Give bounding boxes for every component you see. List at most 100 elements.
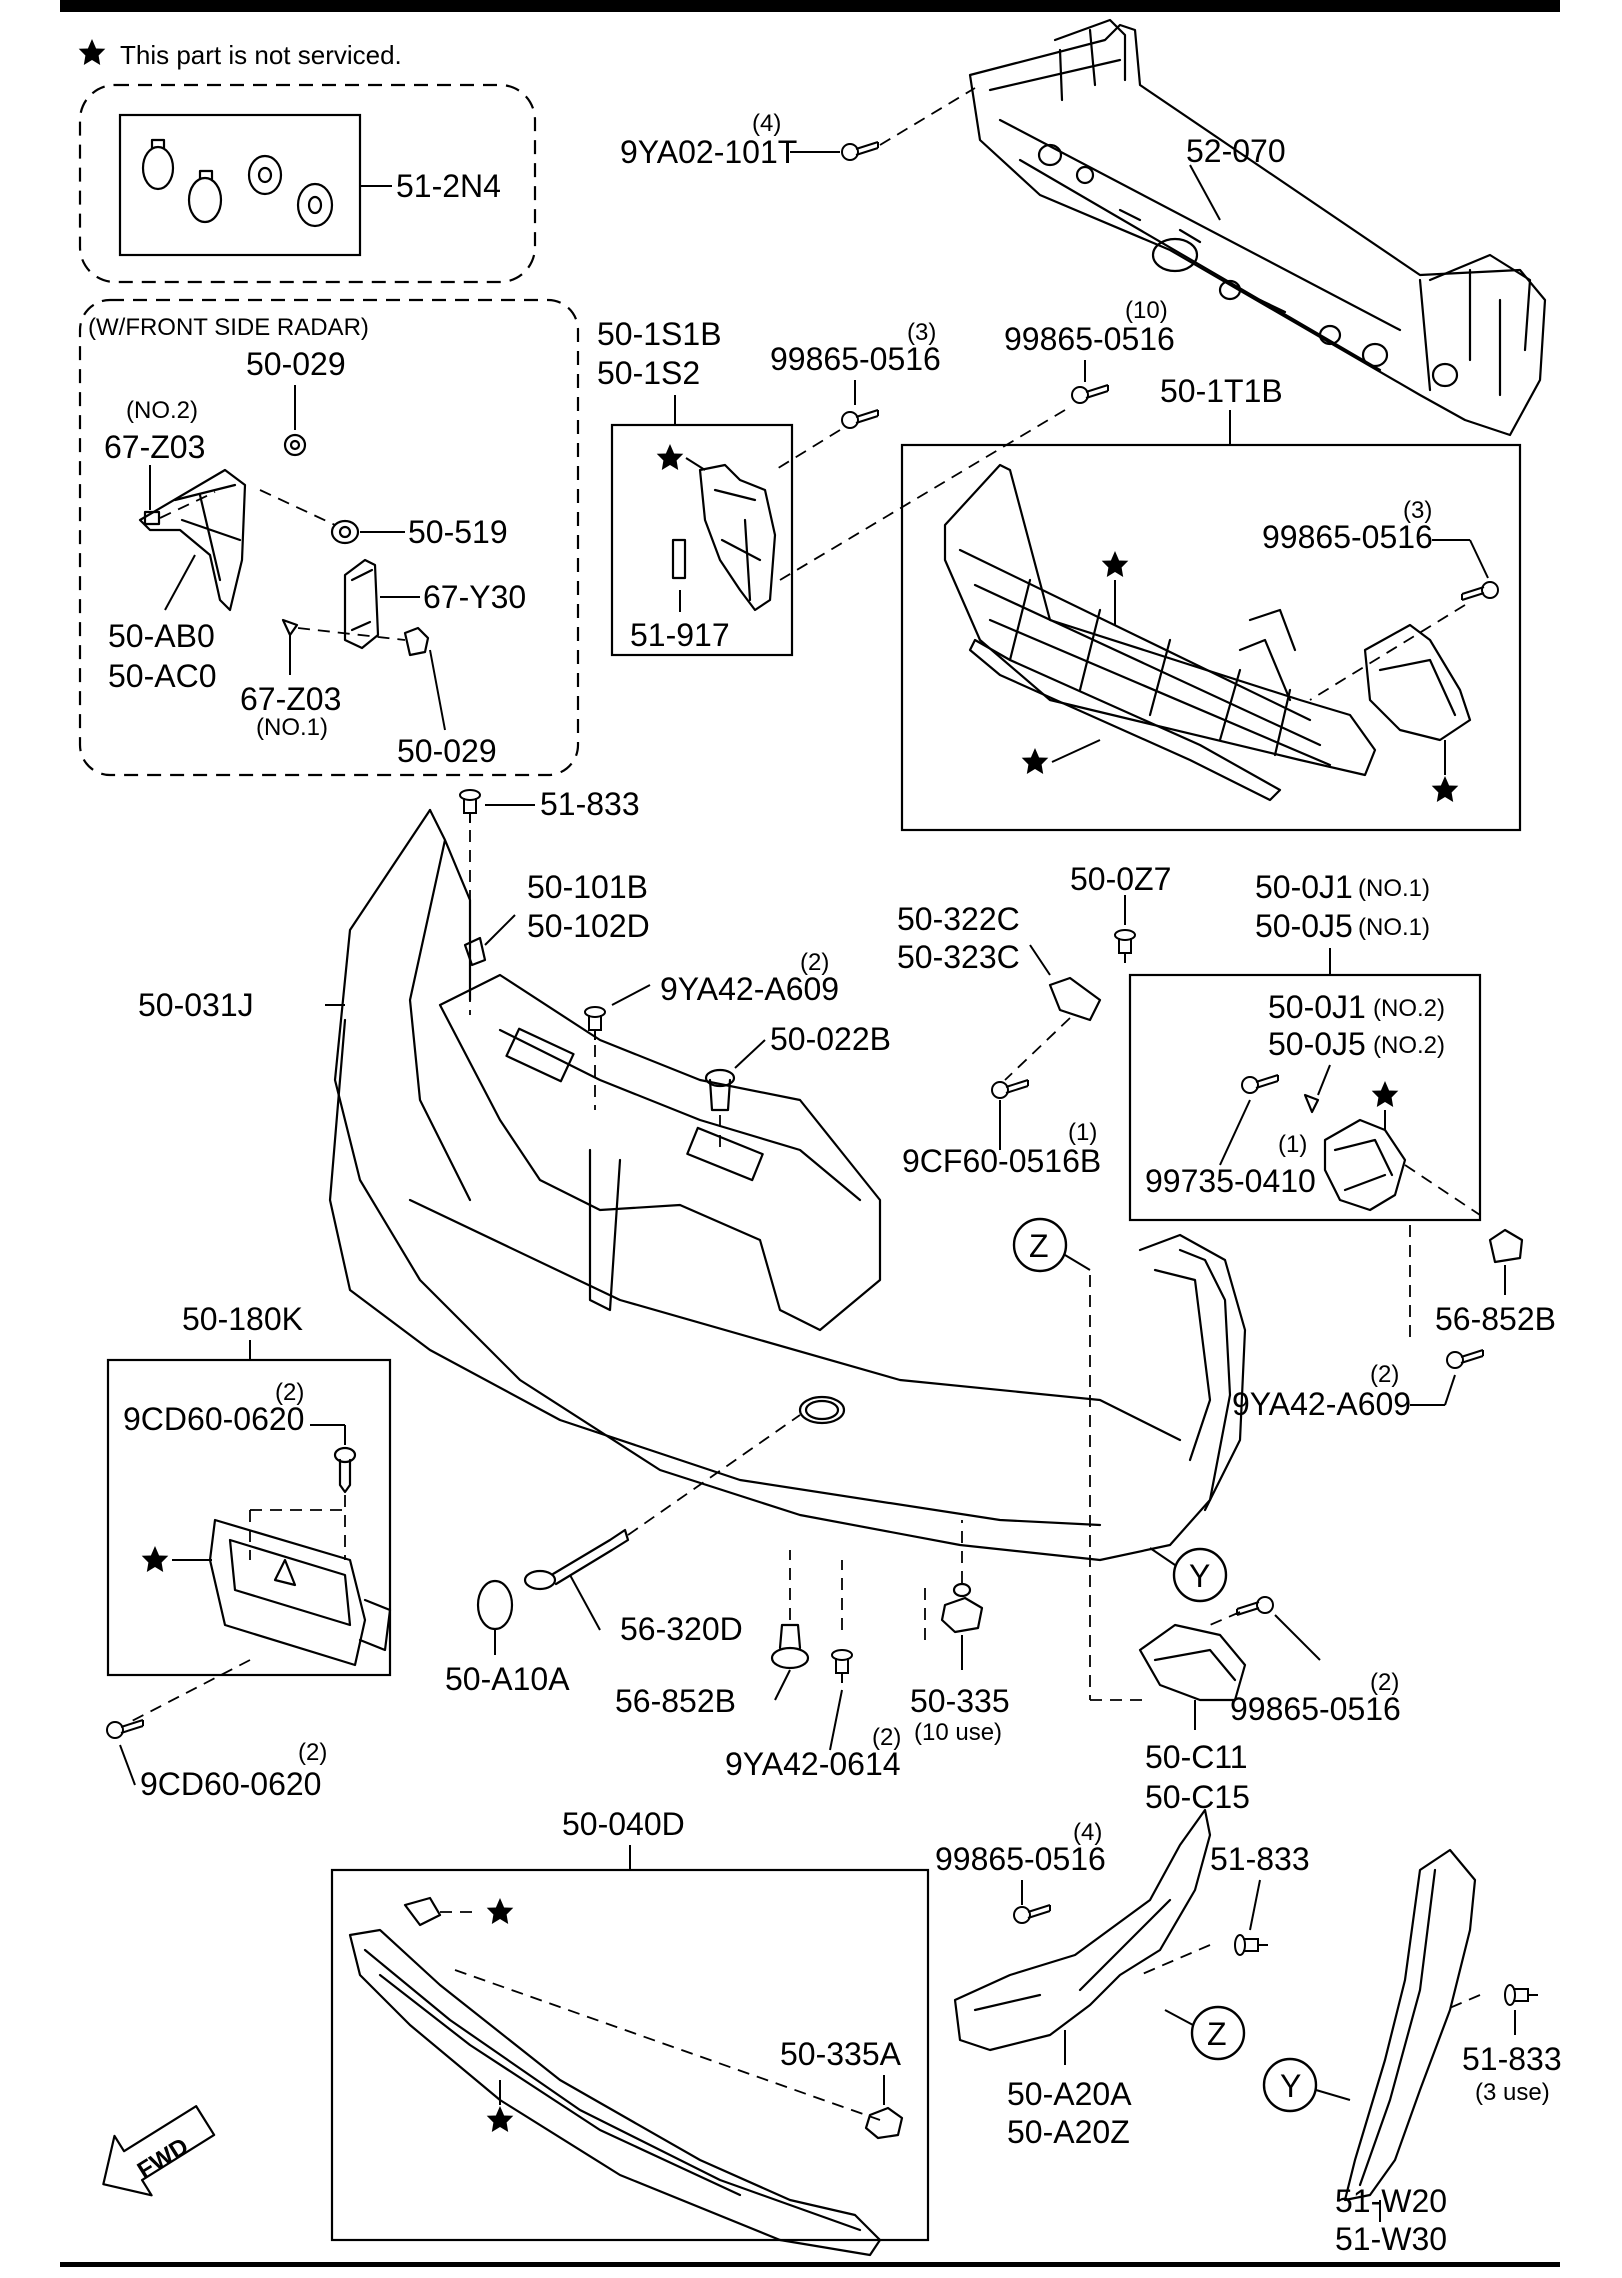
tow-hook-56-320D bbox=[523, 1528, 630, 1591]
tow-hook-cover-hole bbox=[798, 1395, 846, 1425]
label-50-322C: 50-322C bbox=[897, 901, 1020, 937]
label-51-W30: 51-W30 bbox=[1335, 2221, 1447, 2257]
clip-50-022B bbox=[704, 1068, 736, 1112]
label-50-0J5-no1: 50-0J5 bbox=[1255, 908, 1353, 944]
label-50-C11: 50-C11 bbox=[1145, 1739, 1248, 1775]
license-bracket-50-180K-box bbox=[106, 1358, 392, 1677]
label-50-A20Z: 50-A20Z bbox=[1007, 2114, 1130, 2150]
no1-50-0J5: (NO.1) bbox=[1358, 914, 1430, 941]
label-50-1S1B: 50-1S1B bbox=[597, 316, 722, 352]
label-99865-0516-a: 99865-0516 bbox=[770, 341, 941, 377]
label-51-W20: 51-W20 bbox=[1335, 2183, 1447, 2219]
no2-67-Z03: (NO.2) bbox=[126, 397, 198, 424]
lower-cover-50-040D bbox=[348, 1928, 882, 2257]
label-56-852B-bottom: 56-852B bbox=[615, 1683, 736, 1719]
cover-50-A10A bbox=[476, 1579, 514, 1631]
label-50-AB0: 50-AB0 bbox=[108, 618, 215, 654]
label-9CF60-0516B: 9CF60-0516B bbox=[902, 1143, 1101, 1179]
label-50-A20A: 50-A20A bbox=[1007, 2076, 1132, 2112]
qty-99865-0516-e: (4) bbox=[1073, 1819, 1102, 1846]
clip-51-833-icon bbox=[459, 789, 481, 824]
label-50-180K: 50-180K bbox=[182, 1301, 303, 1337]
grille-molding bbox=[968, 638, 1282, 802]
radar-dashed-box bbox=[78, 298, 580, 777]
bracket-50-C11 bbox=[1138, 1623, 1247, 1702]
not-serviced-note: This part is not serviced. bbox=[120, 40, 402, 70]
ref-mark-y-2 bbox=[1262, 2057, 1318, 2113]
qty-9YA42-A609-a: (2) bbox=[800, 949, 829, 976]
grommet-56-852B-right bbox=[1488, 1228, 1524, 1264]
license-bracket-50-180K bbox=[208, 1518, 392, 1667]
side-bracket-50-A20A bbox=[953, 1808, 1212, 2052]
lower-cover-50-040D-box bbox=[330, 1868, 930, 2242]
label-99865-0516-e: 99865-0516 bbox=[935, 1841, 1106, 1877]
qty-9CD60-0620-a: (2) bbox=[275, 1379, 304, 1406]
wheel-arch-51-W20 bbox=[1343, 1848, 1477, 2202]
grille-50-1T1B-box bbox=[900, 443, 1522, 832]
label-9YA42-A609-a: 9YA42-A609 bbox=[660, 971, 839, 1007]
label-51-2N4: 51-2N4 bbox=[396, 168, 501, 204]
bolt-99865-0516-a-icon bbox=[841, 409, 879, 429]
label-50-323C: 50-323C bbox=[897, 939, 1020, 975]
top-border bbox=[60, 0, 1560, 12]
not-serviced-star-icon bbox=[1371, 1081, 1399, 1107]
bolt-99865-0516-d-icon bbox=[1236, 1596, 1274, 1616]
label-50-040D: 50-040D bbox=[562, 1806, 685, 1842]
nut-50-335 bbox=[940, 1582, 984, 1634]
bolt-9CF60-0516B-icon bbox=[991, 1079, 1029, 1099]
qty-9CF60-0516B: (1) bbox=[1068, 1119, 1097, 1146]
bracket-50-1S1B-box bbox=[610, 423, 794, 657]
qty-99865-0516-c: (3) bbox=[1403, 497, 1432, 524]
fwd-arrow-icon bbox=[102, 2105, 216, 2197]
label-50-029-bottom: 50-029 bbox=[397, 733, 497, 769]
no2-50-0J5: (NO.2) bbox=[1373, 1032, 1445, 1059]
not-serviced-star-icon bbox=[656, 444, 684, 470]
ref-mark-z-2 bbox=[1190, 2005, 1246, 2061]
clip-star-upper bbox=[403, 1896, 442, 1927]
label-50-335A: 50-335A bbox=[780, 2036, 902, 2072]
not-serviced-star-icon bbox=[1431, 776, 1459, 802]
radar-box-title: (W/FRONT SIDE RADAR) bbox=[88, 314, 369, 341]
label-51-917: 51-917 bbox=[630, 617, 730, 653]
not-serviced-star-icon bbox=[1021, 748, 1049, 774]
bumper-fascia-50-031J bbox=[328, 808, 1247, 1562]
no1-67-Z03: (NO.1) bbox=[256, 714, 328, 741]
screw-9CD60-0620-b-icon bbox=[106, 1719, 144, 1739]
bracket-50-0J1 bbox=[1323, 1118, 1407, 1212]
label-50-0J1-no2: 50-0J1 bbox=[1268, 989, 1366, 1025]
qty-9YA42-A609-b: (2) bbox=[1370, 1361, 1399, 1388]
screw-9YA42-A609-b-icon bbox=[1446, 1349, 1484, 1369]
qty-99865-0516-d: (2) bbox=[1370, 1669, 1399, 1696]
use-51-833: (3 use) bbox=[1475, 2079, 1550, 2106]
label-99865-0516-c: 99865-0516 bbox=[1262, 519, 1433, 555]
label-50-029-top: 50-029 bbox=[246, 346, 346, 382]
label-50-022B: 50-022B bbox=[770, 1021, 891, 1057]
qty-9YA42-0614: (2) bbox=[872, 1724, 901, 1751]
grommet-50-029-top bbox=[283, 433, 307, 457]
not-serviced-star-icon bbox=[78, 39, 106, 65]
bolt-99865-0516-c-icon bbox=[1461, 581, 1499, 601]
no2-50-0J1: (NO.2) bbox=[1373, 995, 1445, 1022]
label-50-101B: 50-101B bbox=[527, 869, 648, 905]
grille-50-1T1B bbox=[943, 463, 1377, 777]
label-50-0J5-no2: 50-0J5 bbox=[1268, 1026, 1366, 1062]
label-50-C15: 50-C15 bbox=[1145, 1779, 1250, 1815]
bolt-99735-0410-icon bbox=[1241, 1074, 1279, 1094]
label-99865-0516-d: 99865-0516 bbox=[1230, 1691, 1401, 1727]
screw-9CD60-0620-top bbox=[333, 1446, 357, 1494]
bracket-50-101B bbox=[463, 936, 487, 967]
nut-50-335A bbox=[864, 2106, 904, 2140]
clip-50-0Z7-icon bbox=[1114, 929, 1136, 964]
label-50-0Z7: 50-0Z7 bbox=[1070, 861, 1171, 897]
label-50-102D: 50-102D bbox=[527, 908, 650, 944]
ref-mark-y-1 bbox=[1172, 1547, 1228, 1603]
bottom-border bbox=[60, 2262, 1560, 2267]
not-serviced-star-icon bbox=[141, 1546, 169, 1572]
label-9YA42-A609-b: 9YA42-A609 bbox=[1232, 1386, 1411, 1422]
label-50-335: 50-335 bbox=[910, 1683, 1010, 1719]
bracket-50-0J1-box bbox=[1128, 973, 1482, 1222]
label-50-1T1B: 50-1T1B bbox=[1160, 373, 1283, 409]
radar-bracket-50-AB0 bbox=[138, 468, 247, 612]
bumper-upper-bracket bbox=[438, 973, 882, 1332]
